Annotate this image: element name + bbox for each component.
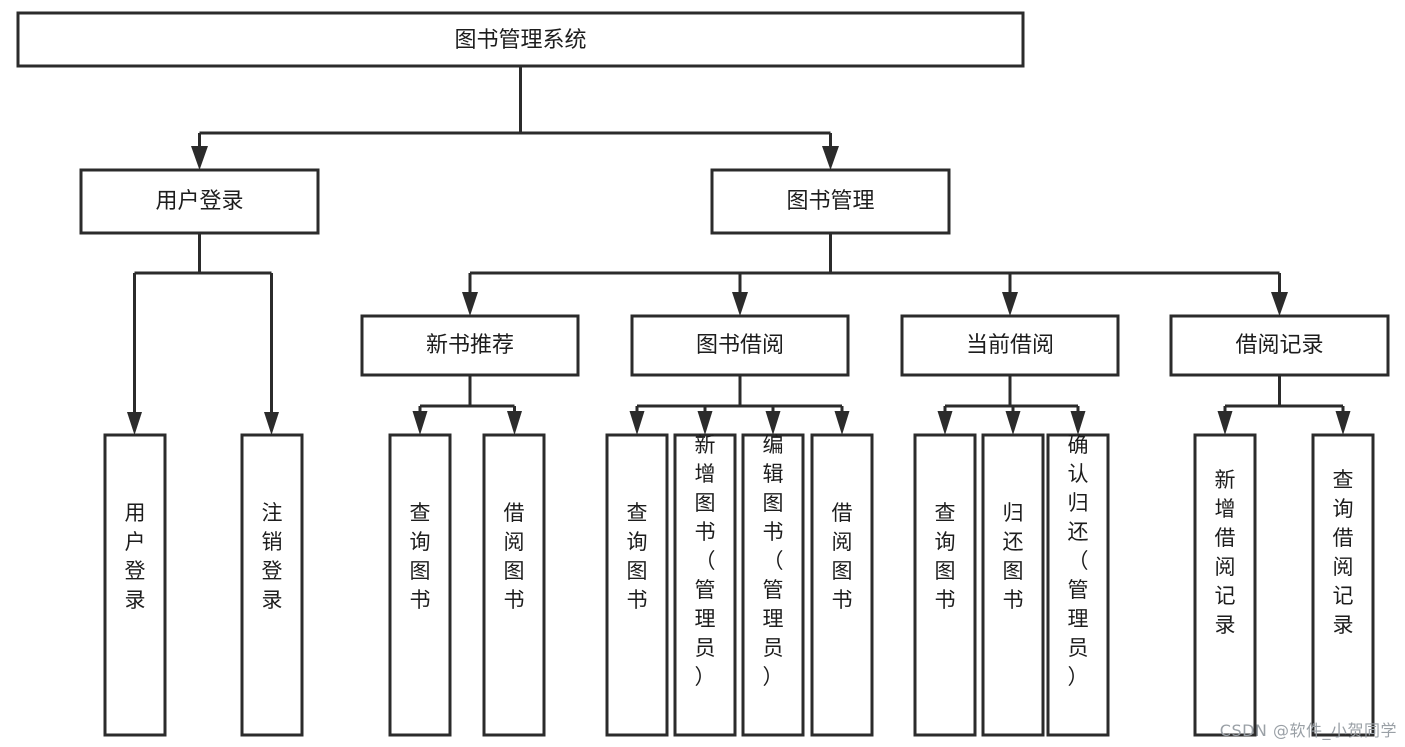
node-root-label: 图书管理系统 (454, 28, 586, 53)
node-new-book-recommend[interactable]: 新书推荐 (360, 314, 580, 377)
node-leaf-borrow-book-1[interactable]: 借阅图书 (482, 433, 546, 737)
node-leaf-confirm-return-label: 确认归还（管理员） (1068, 433, 1089, 689)
node-new-book-recommend-box[interactable] (360, 314, 580, 377)
node-current-borrow-box[interactable] (900, 314, 1120, 377)
node-leaf-query-record-box[interactable] (1311, 433, 1375, 737)
node-leaf-query-book-1-box[interactable] (388, 433, 452, 737)
node-leaf-user-logout[interactable]: 注销登录 (240, 433, 304, 737)
node-leaf-add-record[interactable]: 新增借阅记录 (1193, 433, 1257, 737)
node-new-book-recommend-label: 新书推荐 (426, 333, 514, 358)
node-leaf-query-book-3-label: 查询图书 (935, 501, 956, 612)
node-leaf-add-record-label: 新增借阅记录 (1215, 468, 1236, 637)
arrowhead-leaf-borrow-book-2 (834, 411, 850, 435)
node-book-manage-label: 图书管理 (786, 189, 874, 214)
node-leaf-borrow-book-2-label: 借阅图书 (832, 501, 853, 612)
node-user-login-label: 用户登录 (155, 189, 243, 214)
arrowhead-leaf-add-book (697, 411, 713, 435)
arrowhead-leaf-user-login (127, 412, 142, 435)
node-leaf-query-book-3-box[interactable] (913, 433, 977, 737)
node-leaf-add-book-label: 新增图书（管理员） (695, 433, 716, 689)
node-leaf-user-login[interactable]: 用户登录 (103, 433, 167, 737)
node-leaf-query-book-2-label: 查询图书 (627, 501, 648, 612)
arrowhead-leaf-edit-book (765, 411, 781, 435)
node-borrow-record-box[interactable] (1169, 314, 1390, 377)
arrowhead-leaf-borrow-book-1 (507, 411, 522, 435)
node-borrow-record-label: 借阅记录 (1235, 333, 1323, 358)
node-book-manage-box[interactable] (710, 168, 951, 235)
node-leaf-borrow-book-2-box[interactable] (810, 433, 874, 737)
connector-group-user-login (127, 233, 279, 435)
arrowhead-book-manage (822, 146, 839, 170)
node-user-login[interactable]: 用户登录 (79, 168, 320, 235)
connector-group-new-book-recommend (412, 375, 522, 435)
node-book-borrow[interactable]: 图书借阅 (630, 314, 850, 377)
node-leaf-query-book-2-box[interactable] (605, 433, 669, 737)
arrowhead-leaf-return-book (1005, 411, 1021, 435)
arrowhead-user-login (191, 146, 208, 170)
node-leaf-query-record-label: 查询借阅记录 (1333, 468, 1354, 637)
connector-group-book-manage (462, 233, 1288, 316)
connector-group-book-borrow (629, 375, 850, 435)
arrowhead-current-borrow (1002, 292, 1018, 316)
arrowhead-leaf-query-book-2 (629, 411, 645, 435)
node-leaf-user-logout-box[interactable] (240, 433, 304, 737)
node-book-borrow-box[interactable] (630, 314, 850, 377)
arrowhead-leaf-query-book-3 (937, 411, 953, 435)
arrowhead-borrow-record (1271, 292, 1288, 316)
node-leaf-confirm-return[interactable]: 确认归还（管理员） (1046, 433, 1110, 737)
node-leaf-query-book-2[interactable]: 查询图书 (605, 433, 669, 737)
node-leaf-user-login-box[interactable] (103, 433, 167, 737)
connector-group-root (191, 66, 839, 170)
node-leaf-user-logout-label: 注销登录 (262, 501, 283, 612)
node-leaf-edit-book[interactable]: 编辑图书（管理员） (741, 433, 805, 737)
connector-group-current-borrow (937, 375, 1086, 435)
arrowhead-leaf-query-book-1 (412, 411, 428, 435)
node-leaf-edit-book-box[interactable] (741, 433, 805, 737)
node-leaf-add-book-box[interactable] (673, 433, 737, 737)
node-leaf-return-book-box[interactable] (981, 433, 1045, 737)
connector-group-borrow-record (1217, 375, 1351, 435)
node-leaf-return-book-label: 归还图书 (1003, 501, 1024, 612)
arrowhead-leaf-query-record (1335, 411, 1351, 435)
node-leaf-query-book-3[interactable]: 查询图书 (913, 433, 977, 737)
node-user-login-box[interactable] (79, 168, 320, 235)
node-leaf-user-login-label: 用户登录 (125, 501, 146, 612)
node-book-manage[interactable]: 图书管理 (710, 168, 951, 235)
node-leaf-return-book[interactable]: 归还图书 (981, 433, 1045, 737)
node-root[interactable]: 图书管理系统 (16, 11, 1025, 68)
node-leaf-query-record[interactable]: 查询借阅记录 (1311, 433, 1375, 737)
node-leaf-add-record-box[interactable] (1193, 433, 1257, 737)
node-leaf-add-book[interactable]: 新增图书（管理员） (673, 433, 737, 737)
arrowhead-book-borrow (732, 292, 748, 316)
node-leaf-confirm-return-box[interactable] (1046, 433, 1110, 737)
arrowhead-leaf-user-logout (264, 412, 279, 435)
arrowhead-leaf-add-record (1217, 411, 1233, 435)
node-borrow-record[interactable]: 借阅记录 (1169, 314, 1390, 377)
node-leaf-edit-book-label: 编辑图书（管理员） (763, 433, 784, 689)
csdn-watermark: CSDN @软件_小贺同学 (1219, 721, 1397, 740)
arrowhead-leaf-confirm-return (1070, 411, 1086, 435)
arrowhead-new-book (462, 292, 478, 316)
node-leaf-query-book-1-label: 查询图书 (410, 501, 431, 612)
node-book-borrow-label: 图书借阅 (696, 333, 784, 358)
node-current-borrow-label: 当前借阅 (966, 333, 1054, 358)
node-leaf-borrow-book-1-label: 借阅图书 (504, 501, 525, 612)
node-current-borrow[interactable]: 当前借阅 (900, 314, 1120, 377)
node-leaf-borrow-book-1-box[interactable] (482, 433, 546, 737)
node-leaf-query-book-1[interactable]: 查询图书 (388, 433, 452, 737)
node-root-box[interactable] (16, 11, 1025, 68)
node-leaf-borrow-book-2[interactable]: 借阅图书 (810, 433, 874, 737)
